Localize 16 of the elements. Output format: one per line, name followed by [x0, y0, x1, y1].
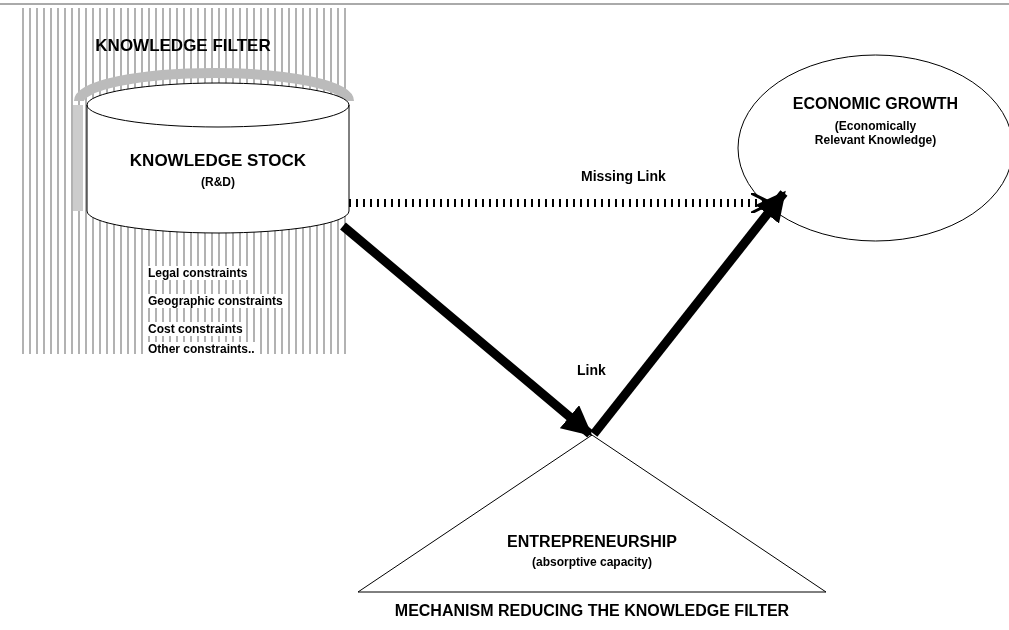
arrow	[340, 222, 594, 438]
node-text: Other constraints..	[146, 342, 257, 356]
edge-label: Link	[574, 362, 609, 378]
node-text: (Economically Relevant Knowledge)	[813, 119, 938, 147]
node-title: ENTREPRENEURSHIP	[506, 533, 678, 551]
node-title: KNOWLEDGE FILTER	[94, 36, 272, 56]
node-label: MECHANISM REDUCING THE KNOWLEDGE FILTER	[393, 602, 791, 620]
node-title: KNOWLEDGE STOCK	[128, 151, 308, 171]
node-text: Legal constraints	[146, 266, 250, 280]
node-text: (R&D)	[200, 175, 236, 189]
node-text: Geographic constraints	[146, 294, 285, 308]
edge-label: Missing Link	[578, 168, 669, 184]
arrow	[590, 190, 788, 437]
node-text: (absorptive capacity)	[530, 555, 653, 569]
node-text: Cost constraints	[146, 322, 245, 336]
node-title: ECONOMIC GROWTH	[791, 95, 960, 113]
